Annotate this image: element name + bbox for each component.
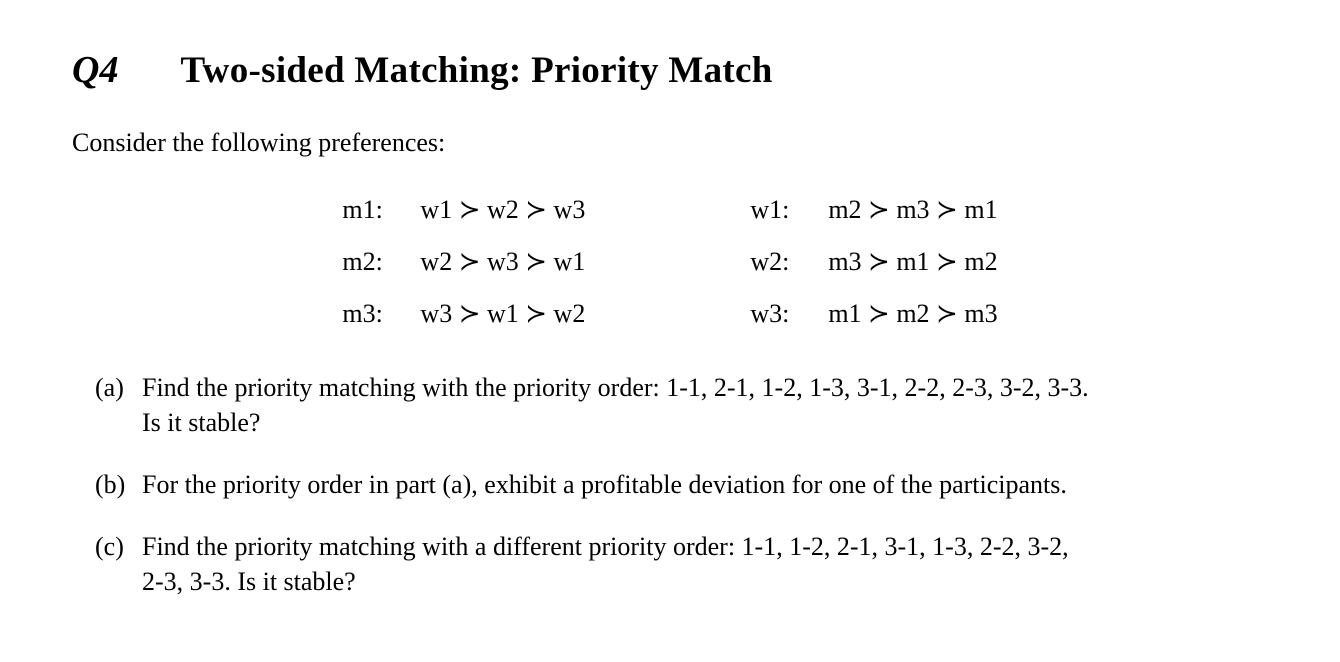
agent-label: m2: xyxy=(342,247,383,276)
preference-row-w3: w3: m1 ≻ m2 ≻ m3 xyxy=(750,300,997,327)
question-label: (b) xyxy=(95,470,126,499)
question-text: For the priority order in part (a), exhi… xyxy=(142,467,1067,502)
preference-ranking: w2 ≻ w3 ≻ w1 xyxy=(420,247,586,276)
question-item-c: (c) Find the priority matching with a di… xyxy=(95,529,1304,599)
question-line: Is it stable? xyxy=(142,408,261,437)
agent-label: w3: xyxy=(750,299,790,328)
women-preferences-column: w1: m2 ≻ m3 ≻ m1 w2: m3 ≻ m1 ≻ m2 w3: m1… xyxy=(750,196,997,327)
men-preferences-column: m1: w1 ≻ w2 ≻ w3 m2: w2 ≻ w3 ≻ w1 m3: w3… xyxy=(342,196,585,327)
question-item-b: (b) For the priority order in part (a), … xyxy=(95,467,1304,502)
question-line: For the priority order in part (a), exhi… xyxy=(142,470,1067,499)
preference-row-m3: m3: w3 ≻ w1 ≻ w2 xyxy=(342,300,585,327)
agent-label: m3: xyxy=(342,299,383,328)
question-label: (c) xyxy=(95,532,124,561)
question-line: Find the priority matching with a differ… xyxy=(142,532,1069,561)
agent-label: m1: xyxy=(342,195,383,224)
question-line: Find the priority matching with the prio… xyxy=(142,373,1089,402)
section-heading: Q4 Two-sided Matching: Priority Match xyxy=(72,48,773,92)
preference-row-w1: w1: m2 ≻ m3 ≻ m1 xyxy=(750,196,997,223)
question-label: (a) xyxy=(95,373,124,402)
question-item-a: (a) Find the priority matching with the … xyxy=(95,370,1304,440)
preference-row-m1: m1: w1 ≻ w2 ≻ w3 xyxy=(342,196,585,223)
question-text: Find the priority matching with a differ… xyxy=(142,529,1069,599)
question-text: Find the priority matching with the prio… xyxy=(142,370,1089,440)
preference-ranking: m3 ≻ m1 ≻ m2 xyxy=(828,247,998,276)
agent-label: w1: xyxy=(750,195,790,224)
preference-ranking: m2 ≻ m3 ≻ m1 xyxy=(828,195,998,224)
preferences-block: m1: w1 ≻ w2 ≻ w3 m2: w2 ≻ w3 ≻ w1 m3: w3… xyxy=(0,196,1340,327)
preference-ranking: w1 ≻ w2 ≻ w3 xyxy=(420,195,586,224)
question-line: 2-3, 3-3. Is it stable? xyxy=(142,567,356,596)
agent-label: w2: xyxy=(750,247,790,276)
preference-ranking: m1 ≻ m2 ≻ m3 xyxy=(828,299,998,328)
preference-ranking: w3 ≻ w1 ≻ w2 xyxy=(420,299,586,328)
question-number: Q4 xyxy=(72,49,119,91)
page-title: Two-sided Matching: Priority Match xyxy=(180,50,773,91)
preference-row-w2: w2: m3 ≻ m1 ≻ m2 xyxy=(750,248,997,275)
intro-text: Consider the following preferences: xyxy=(72,128,446,157)
preference-row-m2: m2: w2 ≻ w3 ≻ w1 xyxy=(342,248,585,275)
questions-list: (a) Find the priority matching with the … xyxy=(95,370,1304,626)
